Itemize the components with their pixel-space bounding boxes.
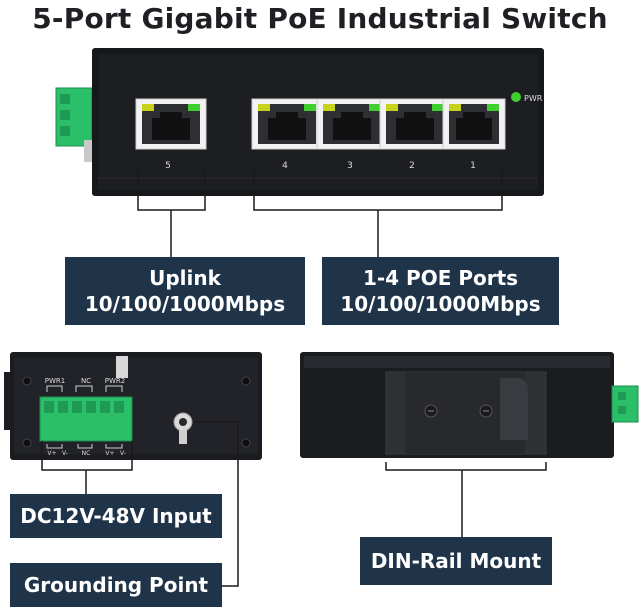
terminal-label-v-plus-1: V+ [47,450,56,457]
uplink-callout-title: Uplink [149,266,221,290]
poe-ports-callout-speed: 10/100/1000Mbps [340,292,541,316]
page-title: 5-Port Gigabit PoE Industrial Switch [32,2,608,35]
port-number-3: 3 [347,161,353,171]
din-rail-callout: DIN-Rail Mount [360,537,552,585]
callout-lines [137,162,503,257]
rj45-port-2 [379,98,451,150]
rj45-port-4 [251,98,323,150]
uplink-callout: Uplink 10/100/1000Mbps [65,257,305,325]
terminal-label-v-minus-2: V- [120,450,126,457]
din-rail-clip [385,371,547,455]
callout-lines-bottom-right [385,462,547,537]
rj45-port-5 [135,98,207,150]
port-number-5: 5 [165,161,171,171]
rj45-port-3 [316,98,388,150]
uplink-callout-speed: 10/100/1000Mbps [84,292,286,316]
power-terminal-block [39,396,133,442]
port-number-2: 2 [409,161,415,171]
poe-ports-callout: 1-4 POE Ports 10/100/1000Mbps [322,257,559,325]
terminal-label-v-minus-1: V- [62,450,68,457]
dc-input-callout: DC12V-48V Input [10,494,222,538]
rj45-port-1 [442,98,506,150]
grounding-point-callout: Grounding Point [10,563,222,607]
side-terminal-block [55,87,94,162]
terminal-label-pwr2: PWR2 [105,377,125,385]
terminal-label-v-plus-2: V+ [105,450,114,457]
terminal-label-pwr1: PWR1 [45,377,65,385]
grounding-screw-icon [173,412,193,444]
callout-lines-bottom-left [41,421,239,587]
terminal-label-nc-bottom: NC [82,450,91,457]
port-number-4: 4 [282,161,288,171]
port-number-1: 1 [470,161,476,171]
poe-ports-callout-title: 1-4 POE Ports [362,266,519,290]
terminal-label-nc-top: NC [81,377,91,385]
pwr-led-icon [511,92,521,102]
pwr-label: PWR [524,94,543,103]
